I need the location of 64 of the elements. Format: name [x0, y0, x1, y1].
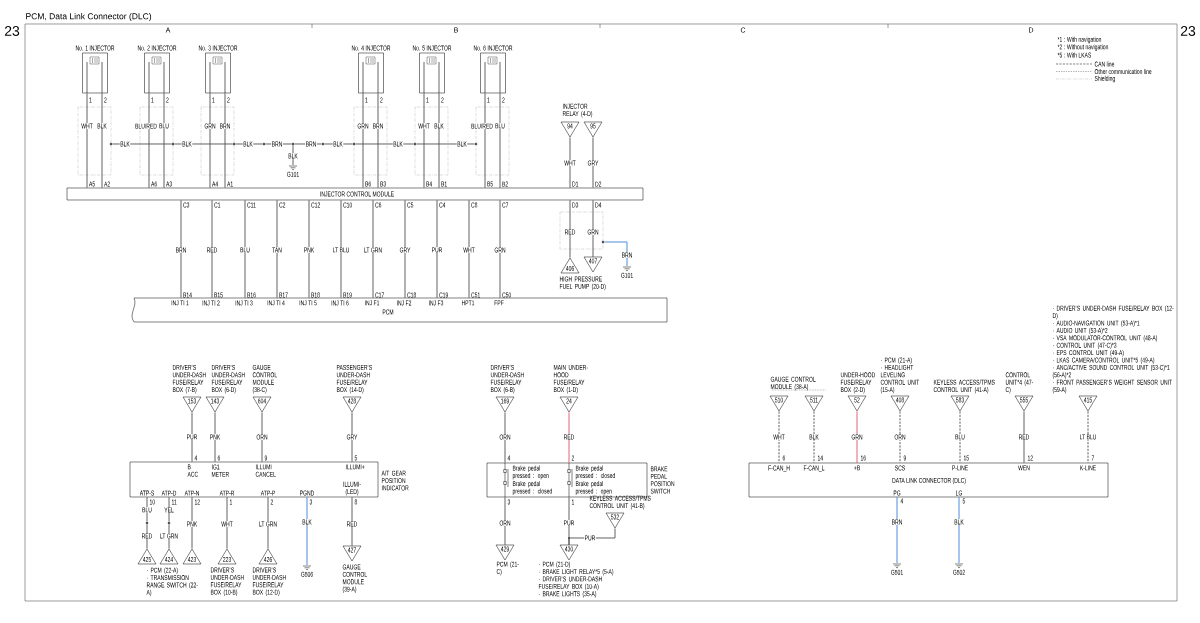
- wire: [899, 410, 901, 464]
- wire: [856, 410, 858, 464]
- wire: [499, 199, 501, 299]
- wire: [226, 496, 228, 550]
- wire: [499, 92, 501, 189]
- wire: [484, 92, 486, 189]
- wire: [244, 199, 246, 299]
- wire: [592, 199, 594, 258]
- wire: [292, 145, 294, 166]
- wire: [308, 199, 310, 299]
- wire: [340, 199, 342, 299]
- wire: [372, 199, 374, 299]
- wire: [1023, 410, 1025, 464]
- wire: [896, 496, 898, 564]
- wire: [351, 496, 353, 547]
- wire: [416, 143, 475, 145]
- wire: [355, 143, 414, 145]
- wire: [592, 136, 594, 189]
- wire: [958, 496, 960, 564]
- wire: [438, 92, 440, 189]
- wire: [174, 143, 233, 145]
- wire: [261, 411, 263, 463]
- wire: [146, 496, 148, 522]
- wire: [180, 199, 182, 299]
- wire: [423, 92, 425, 189]
- wire: [504, 411, 506, 464]
- wire: [214, 411, 216, 463]
- wire: [436, 199, 438, 299]
- wire: [778, 410, 780, 464]
- diagram-title: PCM, Data Link Connector (DLC): [26, 13, 152, 21]
- wire: [101, 92, 103, 189]
- wire: [468, 199, 470, 299]
- page-number: 23: [1180, 26, 1196, 36]
- wire: [163, 92, 165, 189]
- wire: [569, 136, 571, 189]
- wire: [86, 92, 88, 189]
- wire: [191, 496, 193, 550]
- wire: [267, 496, 269, 550]
- wire: [569, 199, 571, 259]
- wire: [276, 199, 278, 299]
- wire: [813, 410, 815, 464]
- wire: [146, 524, 148, 550]
- wire: [504, 496, 506, 546]
- wire: [211, 199, 213, 299]
- wire: [959, 410, 961, 464]
- wire: [306, 496, 308, 566]
- page-number: 23: [4, 26, 20, 36]
- wire: [568, 411, 570, 464]
- wire: [191, 411, 193, 463]
- wire: [324, 143, 353, 145]
- wire: [209, 92, 211, 189]
- wire: [168, 524, 170, 550]
- wire: [1087, 410, 1089, 464]
- wire: [377, 92, 379, 189]
- wire: [362, 92, 364, 189]
- wire: [148, 92, 150, 189]
- wire: [404, 199, 406, 299]
- wire: [568, 527, 616, 546]
- wire: [112, 143, 172, 145]
- wire: [235, 143, 263, 145]
- wire: [604, 241, 628, 267]
- wire: [224, 92, 226, 189]
- wire: [168, 496, 170, 522]
- wire: [351, 411, 353, 463]
